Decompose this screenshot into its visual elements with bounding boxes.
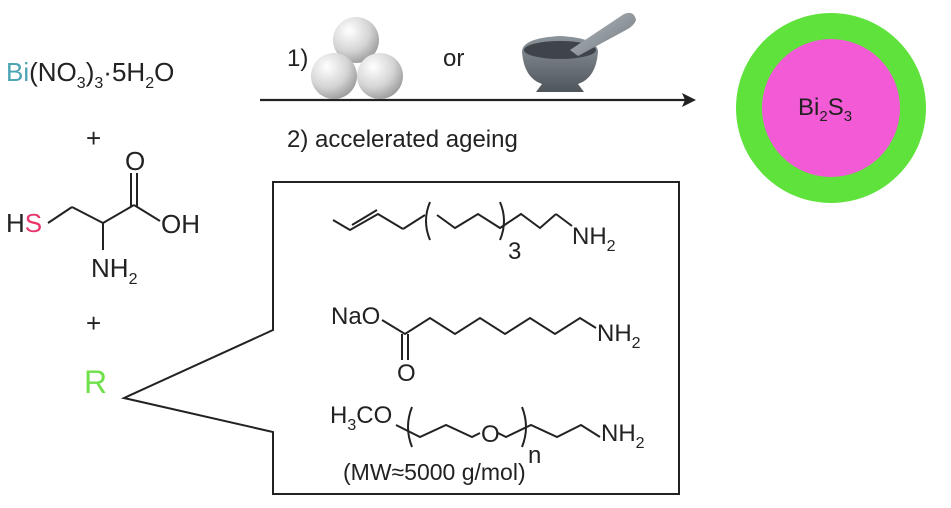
bismuth-element: Bi bbox=[6, 57, 30, 87]
bi2s3-nanoparticle bbox=[736, 13, 926, 203]
ligand-callout bbox=[120, 181, 680, 495]
mortar-and-pestle-icon bbox=[522, 12, 636, 92]
bi2s3-core bbox=[762, 39, 900, 177]
amine-subscript: 2 bbox=[606, 238, 616, 255]
hydroxyl-label: OH bbox=[161, 209, 200, 239]
amine-subscript: 2 bbox=[635, 435, 645, 452]
amine-text: NH bbox=[601, 420, 636, 447]
r-group-label: R bbox=[84, 364, 108, 400]
reaction-arrow bbox=[260, 93, 696, 107]
formula-subscript: 3 bbox=[76, 75, 86, 92]
amine-text: NH bbox=[91, 253, 129, 283]
methoxy-h: H bbox=[330, 402, 348, 429]
formula-subscript: 2 bbox=[145, 75, 155, 92]
bi-subscript: 2 bbox=[819, 108, 828, 125]
amine-subscript: 2 bbox=[631, 335, 641, 352]
formula-part: ·5H bbox=[103, 57, 146, 87]
peg-amine: NH2 bbox=[601, 420, 645, 452]
oleylamine-repeat-count: 3 bbox=[508, 238, 522, 265]
aminocaproate-amine: NH2 bbox=[597, 320, 641, 352]
oleylamine-amine: NH2 bbox=[572, 223, 616, 255]
amine-label: NH2 bbox=[91, 253, 137, 288]
bi2s3-label: Bi2S3 bbox=[798, 94, 852, 125]
methoxy-subscript: 3 bbox=[347, 417, 357, 434]
peg-repeat-n: n bbox=[528, 442, 542, 469]
methoxy-label: H3CO bbox=[330, 402, 393, 434]
bismuth-nitrate-formula: Bi(NO3)3·5H2O bbox=[6, 57, 175, 92]
carbonyl-oxygen-label: O bbox=[125, 146, 146, 176]
bismuth-symbol: Bi bbox=[798, 94, 820, 121]
step-2-label: 2) accelerated ageing bbox=[287, 126, 518, 153]
sulfur-label: S bbox=[24, 208, 43, 238]
amine-text: NH bbox=[572, 223, 607, 250]
carbonyl-oxygen-label: O bbox=[397, 360, 416, 387]
plus-sign-1: + bbox=[86, 123, 102, 153]
sulfur-symbol: S bbox=[827, 94, 844, 121]
cysteine-structure bbox=[47, 173, 161, 250]
ether-oxygen-label: O bbox=[481, 421, 500, 448]
s-subscript: 3 bbox=[843, 108, 853, 125]
peg-structure bbox=[395, 406, 601, 448]
step-1-label: 1) bbox=[287, 45, 309, 72]
formula-part: (NO bbox=[29, 57, 77, 87]
amine-subscript: 2 bbox=[128, 271, 138, 288]
formula-part: O bbox=[154, 57, 175, 87]
milling-balls-icon bbox=[311, 17, 403, 99]
hydrogen-label: H bbox=[6, 208, 25, 238]
sodium-oxide-label: NaO bbox=[331, 303, 381, 330]
plus-sign-2: + bbox=[86, 308, 102, 338]
formula-part: ) bbox=[85, 57, 95, 87]
peg-molecular-weight: (MW≈5000 g/mol) bbox=[343, 459, 526, 485]
amine-text: NH bbox=[597, 320, 632, 347]
or-text: or bbox=[443, 45, 465, 72]
aminocaproate-structure bbox=[381, 316, 597, 360]
thiol-group: HS bbox=[6, 210, 42, 236]
oleylamine-structure bbox=[332, 201, 573, 241]
formula-subscript: 3 bbox=[94, 75, 104, 92]
methoxy-co: CO bbox=[356, 402, 393, 429]
